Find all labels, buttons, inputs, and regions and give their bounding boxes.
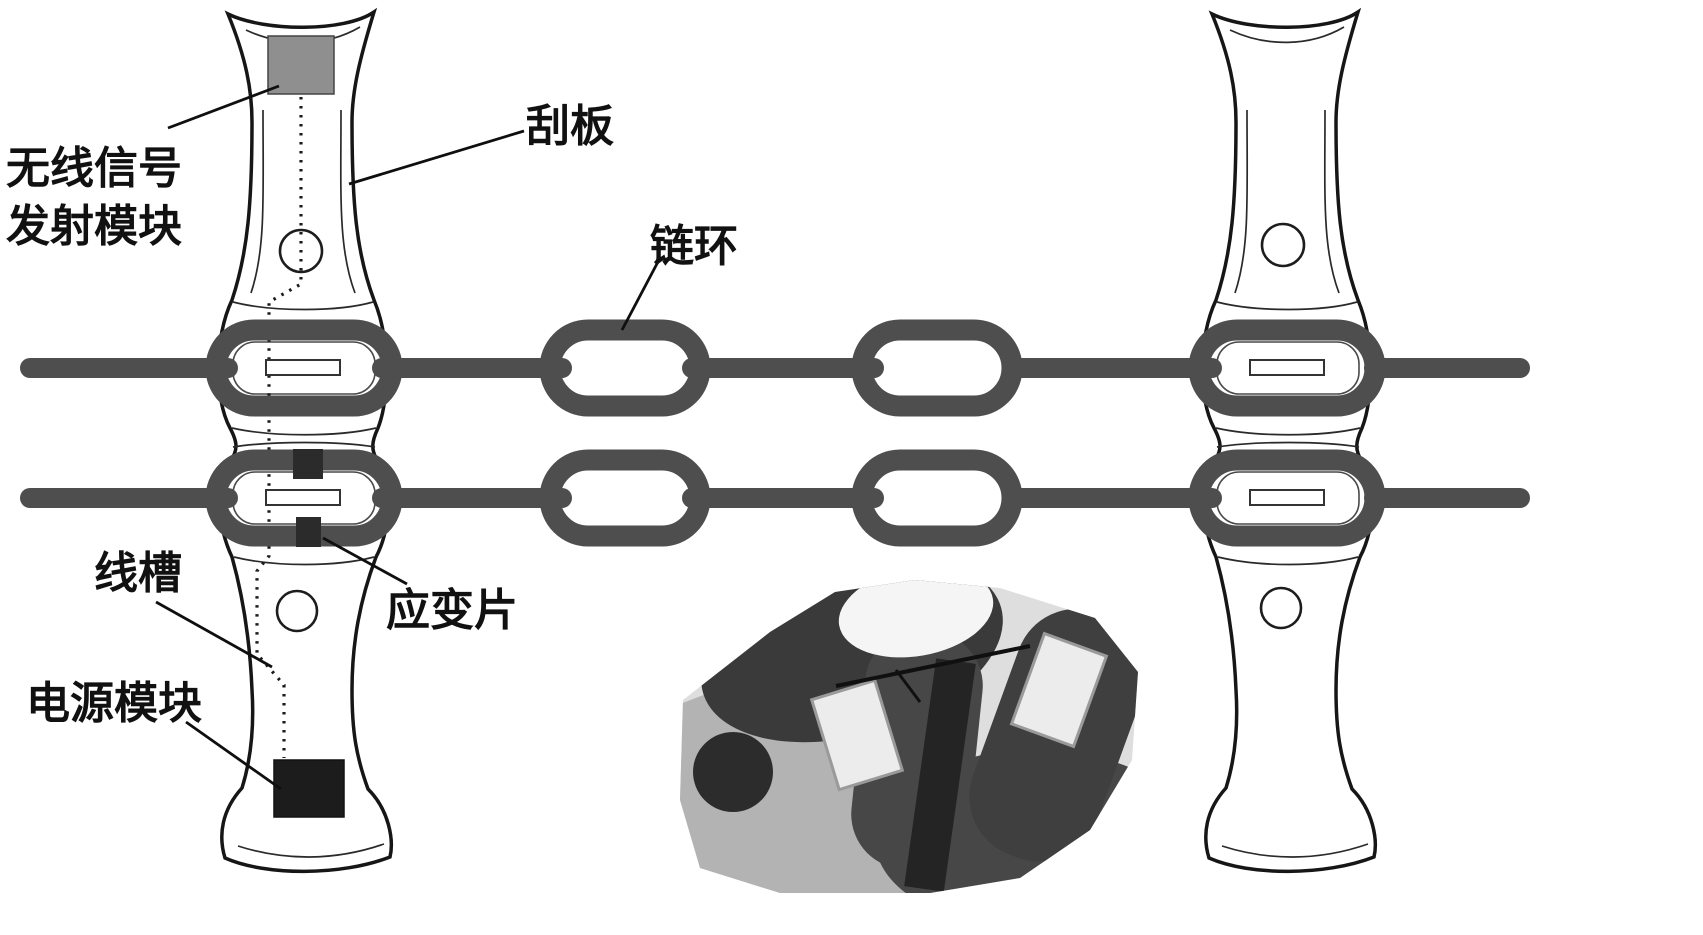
scraper-inner-line [1234,109,1249,294]
scraper-inner-line [1217,556,1359,566]
photo-wire [894,669,922,703]
photo-block-hole [693,732,773,812]
scraper-inner-line [250,109,265,294]
leader-lines [155,84,662,791]
strain-gauge-patch [296,517,321,547]
scraper-inner-line [1221,843,1369,858]
photo-strain-gauge [809,678,905,792]
scraper-hole [275,589,319,633]
chain-link-oval [205,319,403,417]
leader-line-strain-gauge [322,536,408,586]
scraper-inner-line [1216,301,1358,311]
chain-link-oval [539,449,711,547]
top-chain-links [205,319,1386,417]
scraper-inner-line [237,843,385,858]
chain-link-oval [539,319,711,417]
scraper-inner-line [1216,441,1360,448]
label-chain-link: 链环 [650,222,738,271]
label-power-module: 电源模块 [26,679,202,728]
seat-slot [265,359,341,376]
scraper-inner-line [232,441,376,448]
scraper-inner-line [1215,427,1361,436]
photo-link-gap [904,658,976,892]
photo-wire [835,644,1031,688]
photo-strain-gauge [1009,631,1109,749]
scraper-inner-line [1229,26,1345,44]
label-wireless-module-line1: 无线信号 [6,144,182,193]
inset-photo [680,580,1138,893]
leader-line-scraper [348,129,525,186]
strain-gauge-patch [293,449,323,479]
scraper-inner-line [231,427,377,436]
scraper-inner-line [232,301,374,311]
wireless-module [267,35,335,95]
leader-line-power-module [185,720,282,791]
chain-link-oval [851,319,1023,417]
seat-slots [265,359,1325,506]
label-scraper: 刮板 [526,102,614,151]
scraper-hole [1260,222,1306,268]
wire-slot-dotted-line [255,97,303,758]
left-scraper [216,7,394,874]
scraper-inner-line [1323,109,1340,294]
label-wireless-module-line2: 发射模块 [6,202,182,251]
chain-link-oval [1188,319,1386,417]
seat-slot [265,489,341,506]
leader-line-chain-link [620,257,662,331]
label-strain-gauge: 应变片 [386,586,518,635]
leader-line-wireless [167,84,280,130]
leader-line-wire-slot [155,600,273,669]
scraper-hole [1259,586,1303,630]
scraper-inner-line [339,109,356,294]
seat-slot [1249,359,1325,376]
power-module [273,759,345,818]
label-wire-slot: 线槽 [94,549,182,598]
right-scraper [1200,7,1378,874]
chain-link-oval [1188,449,1386,547]
photo-link-hole [838,580,994,658]
label-wireless-module: 无线信号 发射模块 [6,140,182,256]
chain-link-oval [851,449,1023,547]
seat-slot [1249,489,1325,506]
